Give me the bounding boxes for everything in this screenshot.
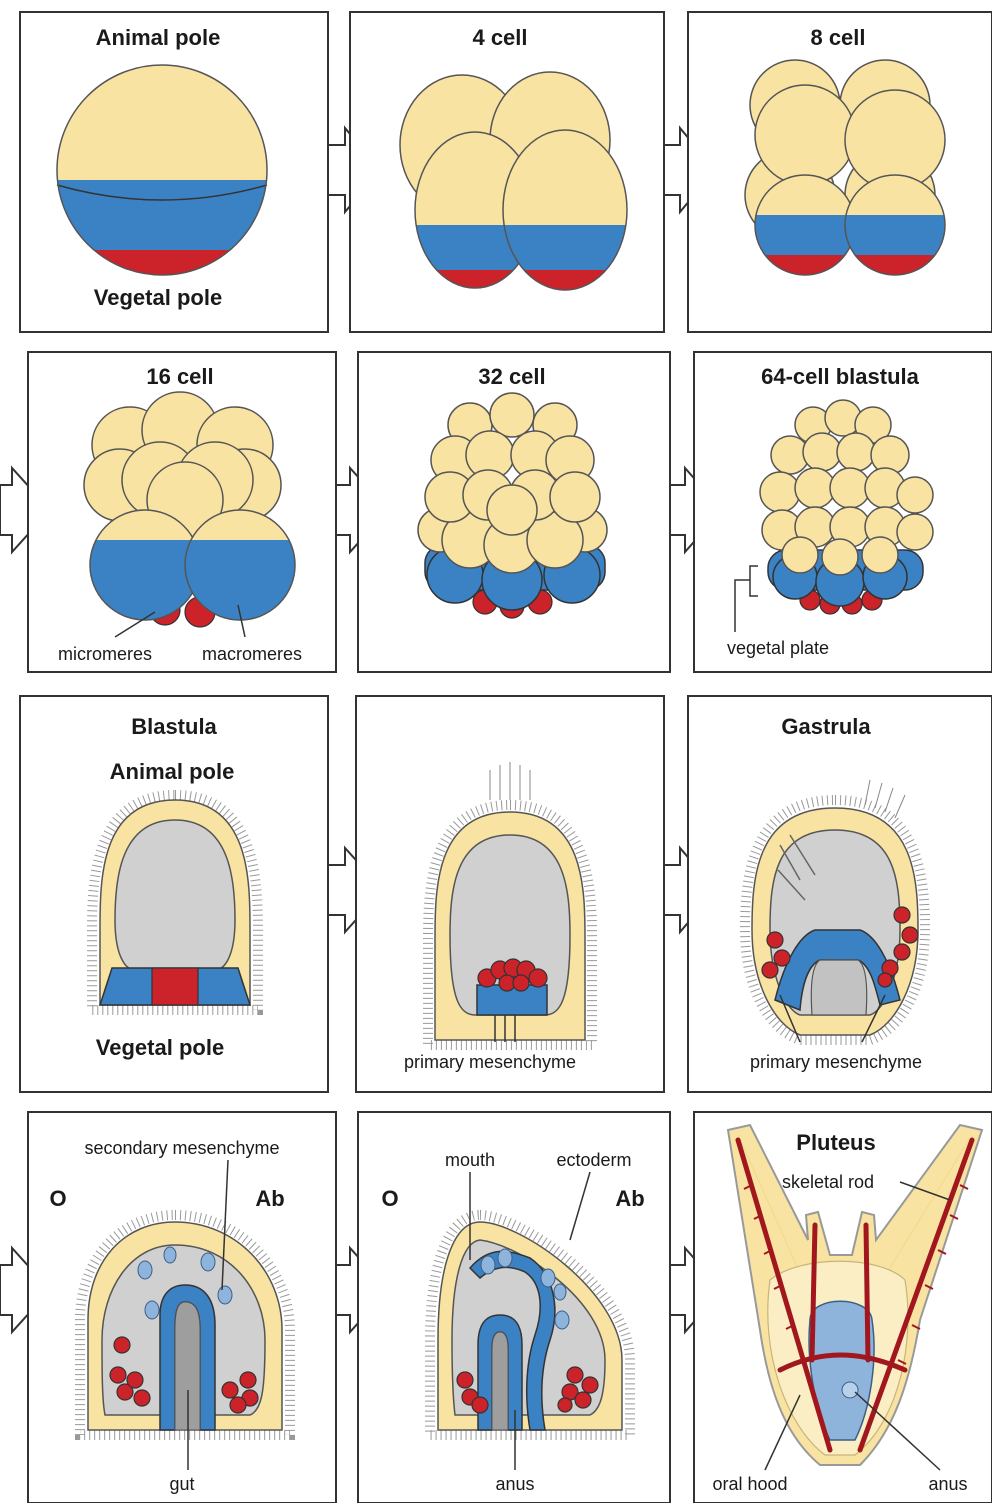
panel-4-cell: 4 cell [350, 12, 664, 332]
panel-title: 16 cell [146, 364, 213, 389]
oral-side-label: O [381, 1186, 398, 1211]
animal-pole-label: Animal pole [96, 25, 221, 50]
panel-8-cell: 8 cell [688, 12, 992, 332]
aboral-side-label: Ab [255, 1186, 284, 1211]
vegetal-pole-label: Vegetal pole [94, 285, 222, 310]
panel-title: 64-cell blastula [761, 364, 920, 389]
anus-label: anus [495, 1474, 534, 1494]
panel-title: 4 cell [472, 25, 527, 50]
animal-pole-label: Animal pole [110, 759, 235, 784]
gut-label: gut [169, 1474, 194, 1494]
vegetal-pole-label: Vegetal pole [96, 1035, 224, 1060]
secondary-mesenchyme-label: secondary mesenchyme [84, 1138, 279, 1158]
panel-title: Gastrula [781, 714, 871, 739]
panel-egg: Animal pole Vegetal pole [20, 12, 328, 332]
oral-side-label: O [49, 1186, 66, 1211]
skeletal-rod-label: skeletal rod [782, 1172, 874, 1192]
ectoderm-label: ectoderm [556, 1150, 631, 1170]
macromeres-label: macromeres [202, 644, 302, 664]
anus-label: anus [928, 1474, 967, 1494]
panel-title: 32 cell [478, 364, 545, 389]
primary-mesenchyme-label: primary mesenchyme [404, 1052, 576, 1072]
panel-title: Blastula [131, 714, 217, 739]
panel-blastula: Blastula Animal pole Vegetal pole [20, 696, 328, 1092]
panel-16-cell: 16 cell micromeres macromeres [28, 352, 336, 672]
aboral-side-label: Ab [615, 1186, 644, 1211]
panel-64-cell-blastula: 64-cell blastula [694, 352, 992, 672]
panel-title: 8 cell [810, 25, 865, 50]
panel-frame [688, 12, 992, 332]
panel-32-cell: 32 cell [358, 352, 670, 672]
panel-late-gastrula: secondary mesenchyme O Ab gut [28, 1112, 336, 1503]
oral-hood-label: oral hood [712, 1474, 787, 1494]
panel-title: Pluteus [796, 1130, 875, 1155]
vegetal-plate-label: vegetal plate [727, 638, 829, 658]
panel-blastula-ingression: primary mesenchyme [356, 696, 664, 1092]
micromeres-label: micromeres [58, 644, 152, 664]
panel-gastrula: Gastrula primary mesenchyme [688, 696, 992, 1092]
mouth-label: mouth [445, 1150, 495, 1170]
panel-prism: mouth ectoderm O Ab anus [358, 1112, 670, 1503]
panel-pluteus: Pluteus skeletal rod oral hood anus [694, 1112, 992, 1503]
primary-mesenchyme-label: primary mesenchyme [750, 1052, 922, 1072]
